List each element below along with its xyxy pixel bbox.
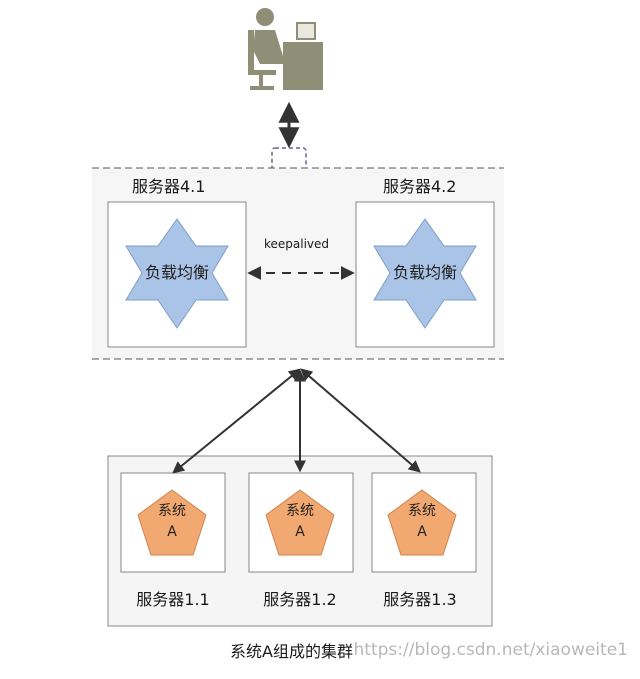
node-1-letter-label: A	[167, 524, 177, 540]
user-at-desk-icon	[248, 8, 323, 90]
keepalived-label: keepalived	[264, 237, 330, 251]
node-3-letter-label: A	[417, 524, 427, 540]
load-balancer-4-2-label: 负载均衡	[392, 263, 457, 282]
node-2-system-label: 系统	[286, 503, 314, 519]
node-3-name-label: 服务器1.3	[383, 590, 457, 609]
watermark: https://blog.csdn.net/xiaoweite1	[353, 640, 628, 660]
node-1-name-label: 服务器1.1	[136, 590, 210, 609]
node-3-system-label: 系统	[408, 503, 436, 519]
server-4-1-label: 服务器4.1	[132, 177, 206, 196]
node-2-letter-label: A	[295, 524, 305, 540]
pentagon-node-2	[265, 489, 335, 556]
load-balancer-4-1-label: 负载均衡	[144, 263, 209, 282]
pentagon-node-3	[387, 489, 457, 556]
server-4-2-label: 服务器4.2	[383, 177, 457, 196]
pentagon-node-1	[137, 489, 207, 556]
hub-node-1-arrow	[172, 368, 301, 474]
star-shape-4-1	[125, 218, 229, 329]
hub-node-3-arrow	[300, 368, 421, 473]
cluster-caption: 系统A组成的集群	[230, 642, 353, 661]
node-1-system-label: 系统	[158, 503, 186, 519]
node-2-name-label: 服务器1.2	[263, 590, 337, 609]
star-shape-4-2	[373, 218, 477, 329]
